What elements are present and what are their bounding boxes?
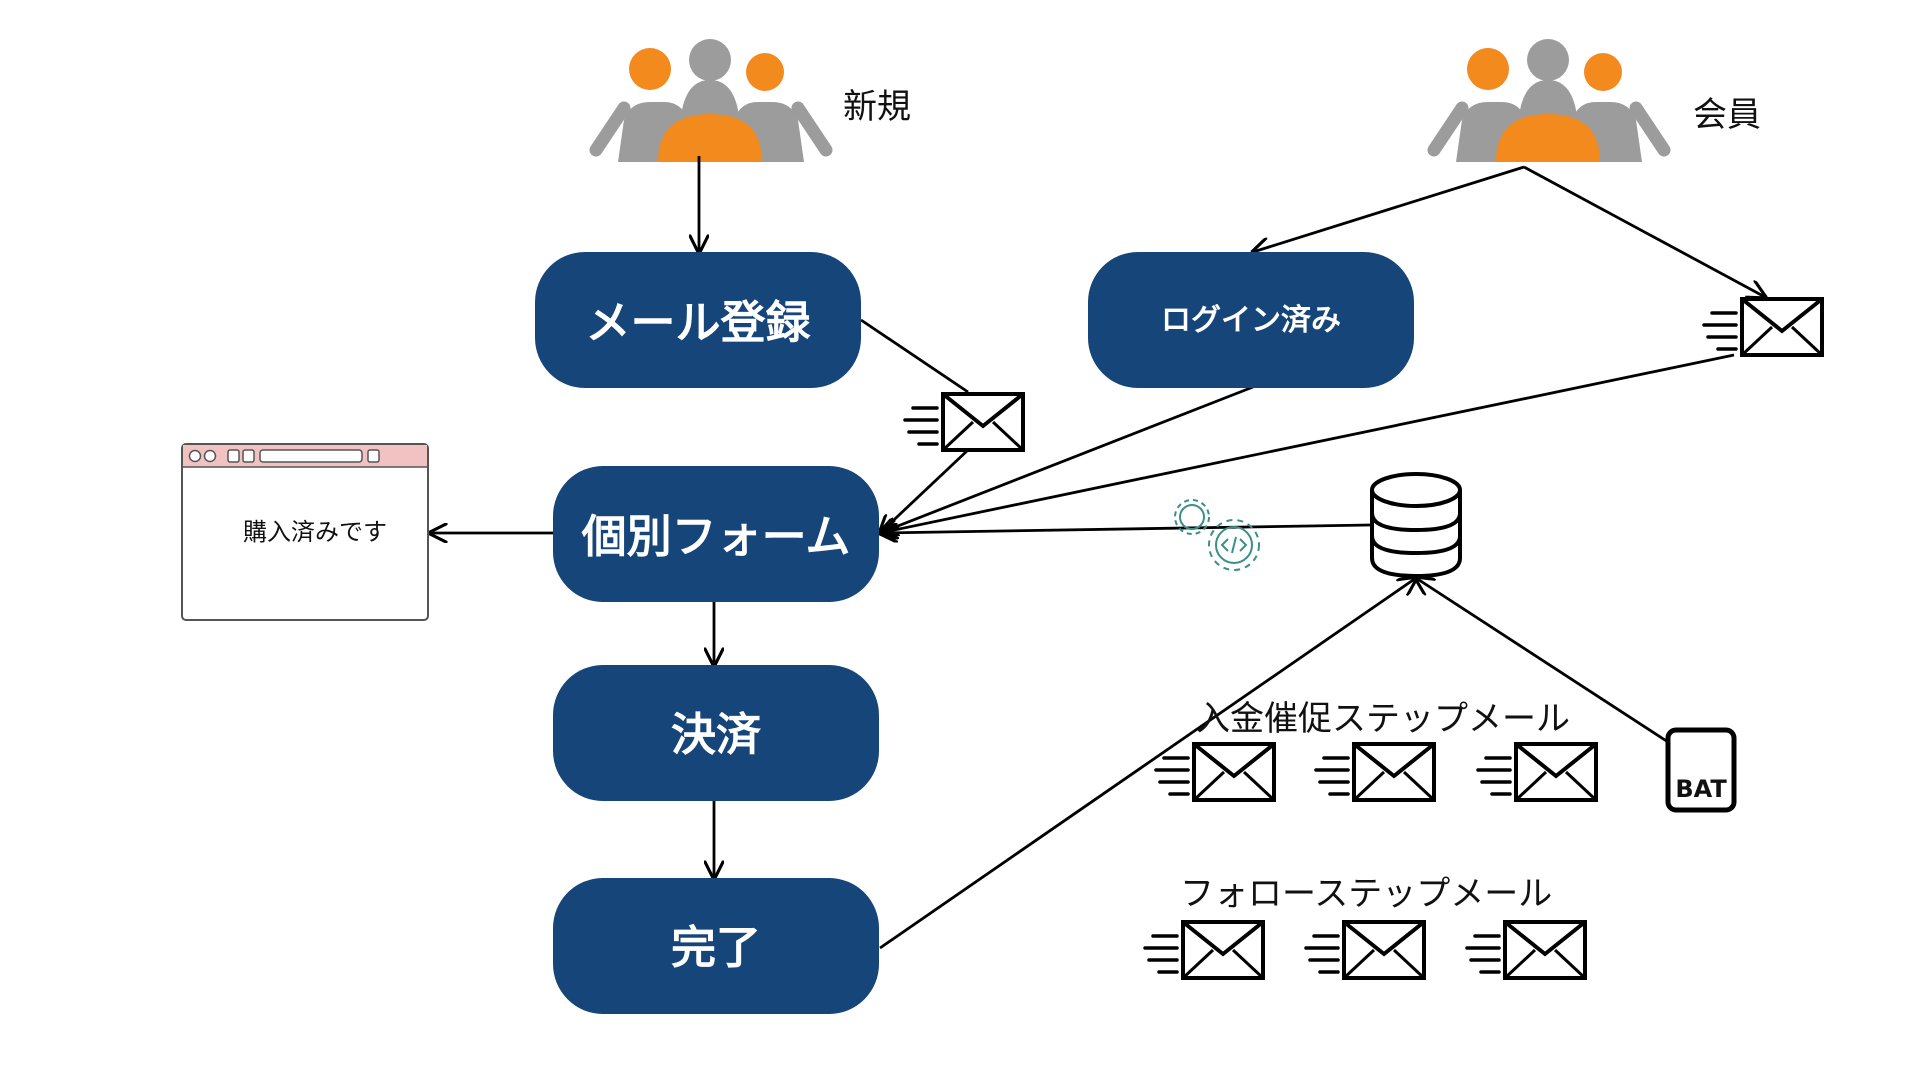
payment-reminder-mail-icon-2 [1314, 742, 1436, 802]
batch-file-icon: BAT [1665, 727, 1737, 813]
follow-mail-icon-1 [1143, 920, 1265, 980]
payment-reminder-step-mail-label: 入金催促ステップメール [1196, 699, 1570, 739]
new-people-icon [596, 39, 826, 162]
follow-mail-icon-3 [1465, 920, 1587, 980]
member-people-icon [1434, 39, 1664, 162]
arrow-logged-in-to-form [880, 385, 1254, 533]
mail-register-mail-icon [903, 392, 1025, 452]
arrow-member-to-logged-in [1253, 165, 1525, 252]
node-individual-form: 個別フォーム [553, 466, 879, 602]
batch-icon-label: BAT [1675, 775, 1727, 803]
node-logged-in: ログイン済み [1088, 252, 1414, 388]
connectors [430, 156, 1765, 950]
arrow-batch-to-database [1416, 578, 1669, 744]
payment-reminder-mail-icon-3 [1476, 742, 1598, 802]
arrow-database-to-form [880, 525, 1371, 533]
arrow-member-mail-to-form [880, 353, 1735, 533]
node-payment-label: 決済 [671, 708, 762, 761]
code-gears-icon [1174, 499, 1260, 571]
database-icon [1370, 472, 1462, 579]
node-logged-in-label: ログイン済み [1161, 303, 1341, 338]
payment-reminder-mail-icon-1 [1154, 742, 1276, 802]
node-complete-label: 完了 [671, 921, 761, 974]
follow-mail-icon-2 [1304, 920, 1426, 980]
member-actor-label: 会員 [1693, 95, 1761, 135]
browser-window-icon: 購入済みです [181, 443, 429, 621]
browser-window-message: 購入済みです [243, 518, 387, 546]
node-individual-form-label: 個別フォーム [581, 510, 851, 563]
node-payment: 決済 [553, 665, 879, 801]
new-actor-label: 新規 [843, 87, 911, 127]
member-mail-icon [1702, 297, 1824, 357]
arrow-complete-to-database [879, 578, 1416, 950]
arrow-mail-to-form [880, 448, 969, 533]
follow-step-mail-label: フォローステップメール [1180, 874, 1552, 914]
arrow-member-to-mail [1523, 165, 1765, 297]
node-mail-register: メール登録 [535, 252, 861, 388]
node-complete: 完了 [553, 878, 879, 1014]
line-register-to-mail [860, 318, 969, 394]
node-mail-register-label: メール登録 [585, 296, 811, 349]
